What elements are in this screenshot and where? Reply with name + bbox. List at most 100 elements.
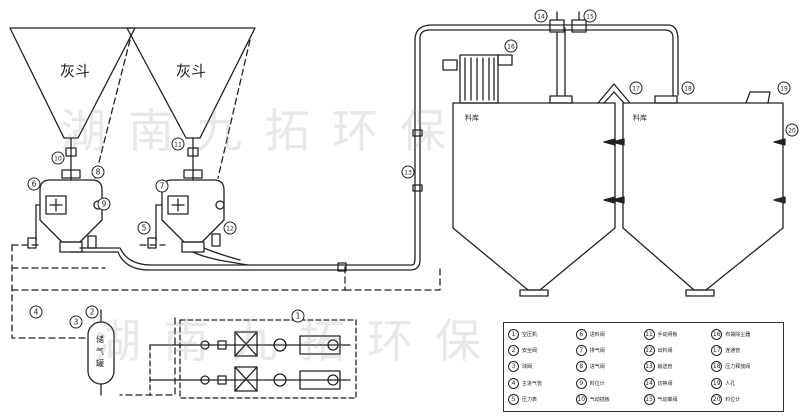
- legend-text: 压力释放阀: [725, 364, 751, 371]
- legend-number: 12: [643, 345, 655, 357]
- switching-valve: [549, 11, 587, 97]
- callout-circle-11: [171, 137, 185, 151]
- callout-circle-16: [504, 39, 518, 53]
- storage-silo-left: [452, 102, 616, 297]
- air-tank-char-1: 储: [96, 334, 104, 344]
- bag-filter: [442, 54, 513, 104]
- legend-text: 布袋除尘器: [725, 331, 751, 338]
- callout-circle-9: [97, 197, 111, 211]
- silo-level-gauges: [603, 138, 786, 204]
- callout-number-1: 1: [296, 312, 301, 321]
- callout-number-17: 17: [632, 86, 640, 93]
- legend-text: 主进气管: [522, 380, 543, 387]
- conveying-pump-right: [161, 179, 225, 253]
- hopper-outlet-left: [61, 137, 81, 181]
- callout-number-14: 14: [537, 14, 545, 21]
- legend-text: 气动插板: [589, 397, 610, 404]
- callout-circle-12: [223, 221, 237, 235]
- legend-number: 16: [711, 328, 723, 340]
- callout-number-15: 15: [586, 14, 594, 21]
- callout-circle-5: [137, 221, 151, 235]
- legend-number: 2: [508, 345, 519, 357]
- callout-circle-8: [91, 165, 105, 179]
- pump-fittings: [27, 204, 221, 249]
- compressor-group-box: [179, 319, 357, 399]
- silo-label-left: 料库: [465, 113, 479, 122]
- manhole: [745, 91, 771, 104]
- callout-circle-2: [85, 305, 99, 319]
- callout-number-4: 4: [34, 308, 39, 317]
- callout-number-5: 5: [142, 224, 147, 233]
- ash-hopper-right: [126, 27, 256, 139]
- legend-text: 手动闸板: [657, 331, 678, 338]
- callout-circle-3: [69, 315, 83, 329]
- callout-number-11: 11: [174, 142, 182, 149]
- callout-circle-20: [785, 123, 799, 137]
- callout-circle-14: [534, 9, 548, 23]
- legend-text: 料位计: [589, 380, 605, 387]
- callout-circle-10: [51, 151, 65, 165]
- legend-number: 14: [643, 377, 655, 389]
- callout-number-13: 13: [404, 170, 412, 177]
- callout-circle-4: [29, 305, 43, 319]
- compressor-row-top: [149, 331, 351, 357]
- callout-number-20: 20: [788, 128, 796, 135]
- air-tank-char-3: 罐: [96, 358, 104, 368]
- legend-text: 料位计: [725, 397, 741, 404]
- compressor-row-bottom: [149, 366, 351, 392]
- legend-text: 出料阀: [657, 348, 673, 355]
- callout-circle-13: [401, 165, 415, 179]
- callout-number-7: 7: [160, 182, 165, 191]
- legend-number: 20: [711, 394, 723, 406]
- callout-circle-1: [291, 309, 305, 323]
- air-tank-char-2: 气: [96, 346, 104, 356]
- legend-number: 15: [643, 394, 655, 406]
- legend-text: 进料阀: [589, 331, 605, 338]
- legend-number: 7: [575, 345, 587, 357]
- legend-number: 19: [711, 377, 723, 389]
- callout-number-6: 6: [32, 180, 37, 189]
- legend-text: 球阀: [522, 364, 533, 371]
- storage-silo-right: [622, 102, 784, 297]
- callout-number-9: 9: [102, 200, 107, 209]
- callout-circle-7: [155, 179, 169, 193]
- legend-number: 4: [508, 377, 519, 389]
- callout-number-8: 8: [96, 168, 101, 177]
- legend-text: 切换阀: [657, 380, 673, 387]
- legend-number: 13: [643, 361, 655, 373]
- pipe-valve: [337, 262, 347, 272]
- legend-number: 11: [643, 328, 655, 340]
- air-supply-dashed: [11, 244, 441, 396]
- legend-text: 空压机: [522, 331, 538, 338]
- legend-number: 10: [575, 394, 587, 406]
- legend-number: 1: [508, 328, 519, 340]
- legend-text: 进气阀: [589, 364, 605, 371]
- legend-number: 17: [711, 345, 723, 357]
- callout-circle-18: [681, 81, 695, 95]
- legend-text: 输送管: [657, 364, 673, 371]
- legend-text: 排气阀: [589, 348, 605, 355]
- legend-number: 8: [575, 361, 587, 373]
- callout-circle-19: [777, 81, 791, 95]
- pipe-valve-vertical-2: [412, 184, 423, 192]
- legend-number: 6: [575, 328, 587, 340]
- legend-text: 安全阀: [522, 348, 538, 355]
